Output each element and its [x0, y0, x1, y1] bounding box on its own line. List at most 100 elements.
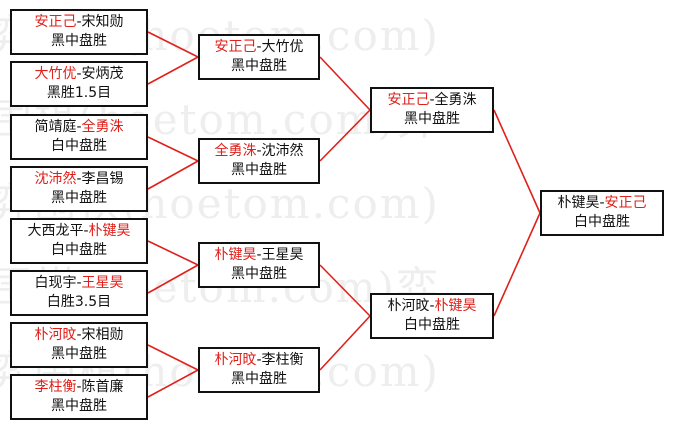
connector-line — [147, 56, 199, 85]
player-white: 王星昊 — [261, 247, 304, 263]
player-separator: - — [83, 223, 89, 239]
player-white: 全勇洙 — [81, 119, 124, 135]
match-players: 白现宇-王星昊 — [12, 274, 146, 293]
match-result: 黑中盘胜 — [51, 33, 107, 49]
match-box: 朴键昊-王星昊黑中盘胜 — [198, 242, 320, 288]
match-box: 朴河旼-朴键昊白中盘胜 — [370, 293, 494, 339]
player-white: 李柱衡 — [261, 352, 304, 368]
player-white: 朴键昊 — [88, 223, 131, 239]
player-white: 陈首廉 — [81, 379, 124, 395]
connector-line — [147, 160, 199, 190]
connector-line — [147, 240, 199, 266]
player-black: 朴键昊 — [557, 195, 600, 211]
player-separator: - — [256, 39, 262, 55]
player-black: 白现宇 — [34, 275, 77, 291]
match-result: 黑中盘胜 — [51, 398, 107, 414]
match-players: 大竹优-安炳茂 — [12, 65, 146, 84]
match-players: 朴河旼-朴键昊 — [372, 297, 492, 316]
match-players: 朴河旼-李柱衡 — [200, 351, 318, 370]
player-separator: - — [76, 379, 82, 395]
match-box: 全勇洙-沈沛然黑中盘胜 — [198, 138, 320, 184]
connector-line — [493, 212, 541, 317]
match-result: 白中盘胜 — [574, 214, 630, 230]
match-box: 大西龙平-朴键昊白中盘胜 — [10, 218, 148, 264]
player-black: 朴河旼 — [387, 298, 430, 314]
match-box: 朴河旼-李柱衡黑中盘胜 — [198, 347, 320, 393]
match-players: 简靖庭-全勇洙 — [12, 118, 146, 137]
match-box: 安正己-大竹优黑中盘胜 — [198, 34, 320, 80]
match-box: 安正己-宋知勋黑中盘胜 — [10, 9, 148, 55]
match-players: 朴键昊-安正己 — [542, 194, 662, 213]
match-box: 大竹优-安炳茂黑胜1.5目 — [10, 61, 148, 107]
player-white: 朴键昊 — [434, 298, 477, 314]
player-white: 沈沛然 — [261, 143, 304, 159]
match-result: 白胜3.5目 — [46, 294, 112, 310]
player-black: 安正己 — [214, 39, 257, 55]
match-result: 黑中盘胜 — [231, 162, 287, 178]
player-separator: - — [256, 247, 262, 263]
player-separator: - — [76, 327, 82, 343]
player-separator: - — [256, 143, 262, 159]
match-result: 黑中盘胜 — [231, 371, 287, 387]
match-result: 白中盘胜 — [404, 317, 460, 333]
player-black: 全勇洙 — [214, 143, 257, 159]
player-separator: - — [599, 195, 605, 211]
connector-line — [147, 136, 199, 162]
match-result: 黑中盘胜 — [231, 58, 287, 74]
player-white: 宋知勋 — [81, 14, 124, 30]
player-separator: - — [76, 119, 82, 135]
player-white: 安炳茂 — [81, 66, 124, 82]
match-result: 黑中盘胜 — [404, 111, 460, 127]
connector-line — [493, 109, 541, 214]
player-separator: - — [429, 298, 435, 314]
player-black: 大竹优 — [34, 66, 77, 82]
player-black: 安正己 — [387, 92, 430, 108]
connector-line — [147, 31, 199, 58]
connector-line — [319, 109, 371, 162]
player-white: 大竹优 — [261, 39, 304, 55]
player-black: 简靖庭 — [34, 119, 77, 135]
match-players: 李柱衡-陈首廉 — [12, 378, 146, 397]
match-result: 黑中盘胜 — [231, 266, 287, 282]
player-black: 沈沛然 — [34, 171, 77, 187]
player-white: 安正己 — [604, 195, 647, 211]
player-black: 朴河旼 — [34, 327, 77, 343]
match-players: 安正己-大竹优 — [200, 38, 318, 57]
match-box: 白现宇-王星昊白胜3.5目 — [10, 270, 148, 316]
player-white: 全勇洙 — [434, 92, 477, 108]
match-box: 简靖庭-全勇洙白中盘胜 — [10, 114, 148, 160]
player-separator: - — [256, 352, 262, 368]
connector-line — [319, 315, 371, 371]
player-separator: - — [76, 14, 82, 30]
player-black: 安正己 — [34, 14, 77, 30]
match-result: 白中盘胜 — [51, 242, 107, 258]
match-players: 全勇洙-沈沛然 — [200, 142, 318, 161]
match-players: 朴河旼-宋相勋 — [12, 326, 146, 345]
match-box: 李柱衡-陈首廉黑中盘胜 — [10, 374, 148, 420]
connector-line — [319, 56, 371, 111]
connector-line — [147, 344, 199, 371]
player-separator: - — [76, 171, 82, 187]
connector-line — [147, 264, 199, 294]
match-result: 黑胜1.5目 — [46, 85, 112, 101]
player-white: 王星昊 — [81, 275, 124, 291]
match-players: 朴键昊-王星昊 — [200, 246, 318, 265]
match-result: 白中盘胜 — [51, 138, 107, 154]
match-players: 安正己-全勇洙 — [372, 91, 492, 110]
match-box: 朴河旼-宋相勋黑中盘胜 — [10, 322, 148, 368]
match-players: 安正己-宋知勋 — [12, 13, 146, 32]
match-box: 朴键昊-安正己白中盘胜 — [540, 190, 664, 236]
connector-line — [147, 369, 199, 398]
match-result: 黑中盘胜 — [51, 346, 107, 362]
player-black: 大西龙平 — [27, 223, 84, 239]
match-box: 沈沛然-李昌锡黑中盘胜 — [10, 166, 148, 212]
player-separator: - — [76, 275, 82, 291]
match-box: 安正己-全勇洙黑中盘胜 — [370, 87, 494, 133]
match-result: 黑中盘胜 — [51, 190, 107, 206]
match-players: 大西龙平-朴键昊 — [12, 222, 146, 241]
player-black: 朴键昊 — [214, 247, 257, 263]
player-white: 宋相勋 — [81, 327, 124, 343]
player-separator: - — [76, 66, 82, 82]
match-players: 沈沛然-李昌锡 — [12, 170, 146, 189]
